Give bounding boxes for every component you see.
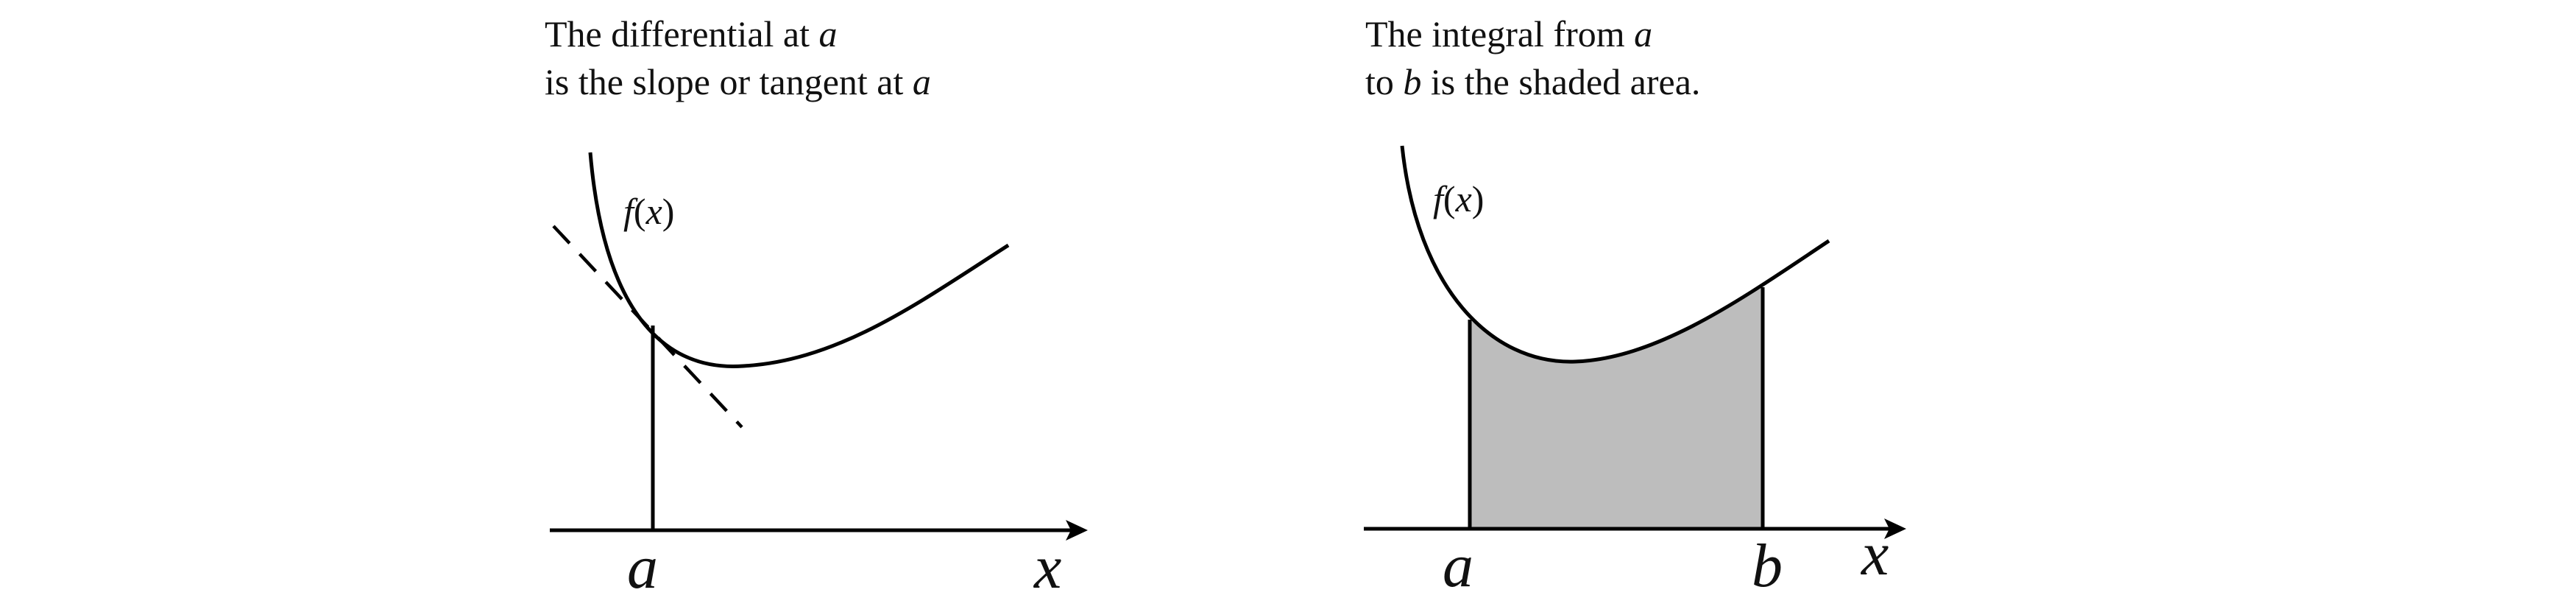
- caption-text: to: [1365, 61, 1404, 102]
- caption-variable-a: a: [818, 13, 838, 54]
- function-variable: x: [645, 191, 662, 232]
- function-paren-open: (: [634, 191, 646, 232]
- differential-caption: The differential at a is the slope or ta…: [545, 10, 931, 106]
- x-axis-arrowhead: [1884, 518, 1906, 539]
- caption-variable-b: b: [1403, 61, 1422, 102]
- function-curve: [588, 152, 1010, 369]
- integral-panel: The integral from a to b is the shaded a…: [1364, 0, 1925, 612]
- integral-caption-line-2: to b is the shaded area.: [1365, 58, 1700, 106]
- integral-figure: f(x) a b x: [1364, 145, 1906, 600]
- function-paren-close: ): [1472, 178, 1485, 219]
- x-axis-arrowhead: [1066, 520, 1088, 541]
- caption-text: is the slope or tangent at: [545, 61, 913, 102]
- function-paren-open: (: [1443, 178, 1456, 219]
- function-label: f(x): [1433, 178, 1484, 219]
- differential-figure: f(x) a x: [550, 152, 1088, 602]
- integral-caption: The integral from a to b is the shaded a…: [1365, 10, 1700, 106]
- function-curve: [1400, 145, 1830, 364]
- point-a-label: a: [627, 533, 658, 602]
- lower-limit-label: a: [1443, 532, 1473, 600]
- caption-variable-a: a: [1634, 13, 1653, 54]
- integral-caption-line-1: The integral from a: [1365, 10, 1700, 58]
- caption-variable-a: a: [912, 61, 931, 102]
- function-label: f(x): [623, 191, 674, 232]
- caption-text: The integral from: [1365, 13, 1635, 54]
- x-axis-label: x: [1860, 520, 1889, 588]
- function-paren-close: ): [662, 191, 675, 232]
- function-variable: x: [1455, 178, 1472, 219]
- differential-caption-line-1: The differential at a: [545, 10, 931, 58]
- caption-text: is the shaded area.: [1421, 61, 1701, 102]
- caption-text: The differential at: [545, 13, 819, 54]
- x-axis-label: x: [1033, 533, 1061, 602]
- upper-limit-label: b: [1752, 532, 1783, 600]
- shaded-area: [1470, 287, 1763, 529]
- differential-panel: The differential at a is the slope or ta…: [545, 0, 1104, 612]
- differential-caption-line-2: is the slope or tangent at a: [545, 58, 931, 106]
